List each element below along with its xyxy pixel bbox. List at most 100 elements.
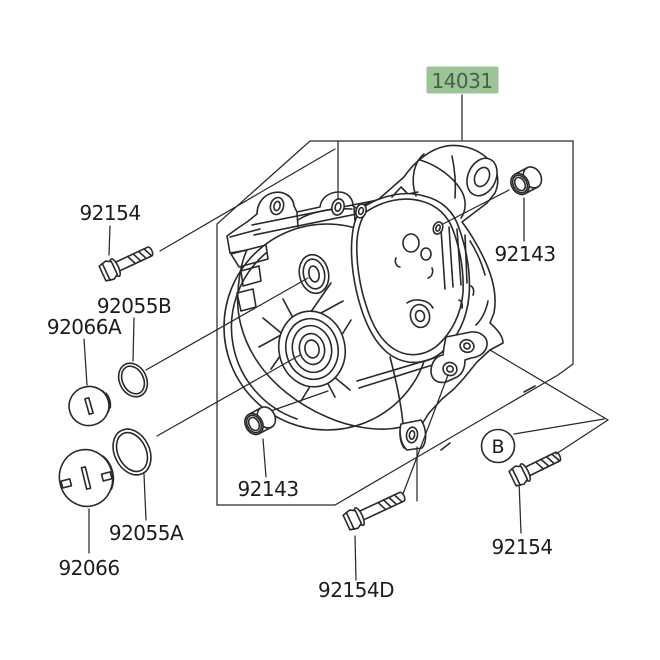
rear-mount-hole-upper bbox=[459, 338, 475, 354]
left-edge-line bbox=[229, 228, 261, 238]
dowel-ring bbox=[245, 414, 263, 434]
lug-hole-outer bbox=[331, 198, 345, 216]
lug-hole-inner bbox=[446, 365, 454, 373]
kick-boss-outer bbox=[409, 303, 431, 329]
lug-hole-outer bbox=[459, 338, 475, 354]
crankcase-cover-14031 bbox=[223, 144, 536, 451]
kick-boss bbox=[406, 299, 434, 329]
part-label-92154-bottom-right[interactable]: 92154 bbox=[491, 535, 553, 559]
bottom-lug-hole bbox=[405, 426, 419, 444]
upper-plug-bore bbox=[298, 253, 330, 295]
boss-end-inner bbox=[473, 166, 491, 188]
o-ring-outer bbox=[112, 428, 152, 476]
o-ring-inner bbox=[115, 431, 149, 473]
detail-arc bbox=[394, 257, 434, 279]
plug-notch-right bbox=[100, 471, 113, 482]
drum-right-edge bbox=[389, 356, 404, 425]
o-ring-outer bbox=[117, 362, 149, 398]
dowel-hole bbox=[247, 416, 261, 432]
lug-hole-outer bbox=[269, 196, 285, 216]
leader-92154D-label bbox=[354, 535, 357, 581]
left-boss-pad bbox=[240, 265, 262, 287]
gasket-face-ribs bbox=[440, 226, 468, 290]
bore-ring bbox=[304, 339, 320, 359]
part-label-92154-top-left[interactable]: 92154 bbox=[79, 201, 141, 225]
lug-hole-inner bbox=[435, 224, 441, 232]
plug-slot bbox=[80, 466, 92, 490]
part-label-92055B[interactable]: 92055B bbox=[97, 294, 172, 318]
gear-circle bbox=[402, 233, 420, 253]
bolt-head-facet bbox=[101, 262, 111, 282]
lower-plug-bore bbox=[277, 310, 347, 388]
leader-92055B-to-bore bbox=[145, 277, 309, 371]
part-label-92066A[interactable]: 92066A bbox=[47, 315, 123, 339]
boss-support-curve bbox=[419, 159, 466, 219]
dowel-hole bbox=[513, 176, 527, 192]
part-label-92066[interactable]: 92066 bbox=[58, 556, 120, 580]
top-face-curve bbox=[297, 208, 353, 221]
bolt-shaft bbox=[524, 451, 562, 477]
bolt-threads bbox=[126, 248, 153, 265]
part-label-92154D[interactable]: 92154D bbox=[318, 578, 395, 602]
plug-slot bbox=[84, 396, 94, 416]
plug-92066A bbox=[68, 385, 112, 427]
bore-ring bbox=[291, 324, 333, 374]
leader-92055B-label bbox=[132, 317, 135, 362]
bolt-threads bbox=[534, 453, 561, 470]
leader-92154-tl-axis bbox=[159, 148, 336, 252]
leader-92143-tr-axis bbox=[442, 189, 510, 225]
gasket-surface-inner-line bbox=[356, 198, 464, 356]
assembly-bracket bbox=[216, 140, 574, 506]
part-label-92143-bottom[interactable]: 92143 bbox=[237, 477, 299, 501]
leader-b-to-vertex bbox=[513, 418, 605, 435]
bore-ring bbox=[277, 310, 347, 388]
bore-ring bbox=[308, 265, 320, 283]
part-label-92143-top-right[interactable]: 92143 bbox=[494, 242, 556, 266]
bore-ring bbox=[302, 258, 326, 290]
bolt-threads bbox=[377, 494, 403, 511]
bolt-92154-top-left bbox=[98, 246, 154, 282]
case-drum-inner-rim bbox=[230, 252, 298, 420]
dowel-ring bbox=[511, 174, 529, 194]
detail-marker-circle[interactable] bbox=[480, 428, 516, 464]
lug-hole-inner bbox=[273, 200, 281, 212]
bolt-92154D bbox=[342, 491, 406, 531]
gear-circle-small bbox=[420, 247, 432, 261]
tick-mark bbox=[440, 385, 536, 451]
part-label-92055A[interactable]: 92055A bbox=[109, 521, 185, 545]
leader-92154-br-axis bbox=[555, 419, 609, 455]
o-ring-92055B bbox=[117, 362, 149, 398]
detail-marker-label: B bbox=[491, 436, 504, 458]
dowel-92143-bottom bbox=[244, 406, 277, 436]
part-label-14031[interactable]: 14031 bbox=[431, 69, 493, 93]
o-ring-92055A bbox=[112, 428, 152, 476]
bolt-head-facet bbox=[511, 467, 522, 487]
lug-hole-inner bbox=[357, 206, 365, 216]
boss-left-arc bbox=[412, 153, 425, 197]
kick-boss-arc bbox=[406, 299, 434, 309]
right-side-detail bbox=[458, 240, 489, 326]
boss-step-line bbox=[451, 155, 457, 199]
leader-92143-b-label bbox=[262, 438, 267, 478]
bore-ring bbox=[284, 317, 340, 381]
top-lug-hole bbox=[355, 203, 367, 219]
bolt-tunnel-lines bbox=[356, 355, 443, 389]
kick-boss-inner bbox=[414, 309, 426, 323]
leader-vertex-to-case bbox=[489, 349, 609, 421]
lug-hole-inner bbox=[408, 430, 416, 440]
leader-92066A-label bbox=[83, 338, 88, 386]
lug-hole-outer bbox=[355, 203, 367, 219]
bolt-head-facet bbox=[345, 511, 355, 531]
leader-92055A-label bbox=[143, 473, 147, 521]
bolt-92154-bottom-right bbox=[508, 451, 562, 487]
bolt-shaft bbox=[359, 491, 406, 521]
leader-92055A-to-bore bbox=[156, 354, 301, 437]
lug-hole-inner bbox=[334, 202, 342, 212]
bore-ring bbox=[298, 332, 326, 366]
leader-92154-br-label bbox=[518, 480, 522, 534]
highlight-box-14031[interactable] bbox=[426, 66, 499, 94]
top-lug-hole bbox=[269, 196, 285, 216]
plug-notch-left bbox=[60, 478, 73, 489]
